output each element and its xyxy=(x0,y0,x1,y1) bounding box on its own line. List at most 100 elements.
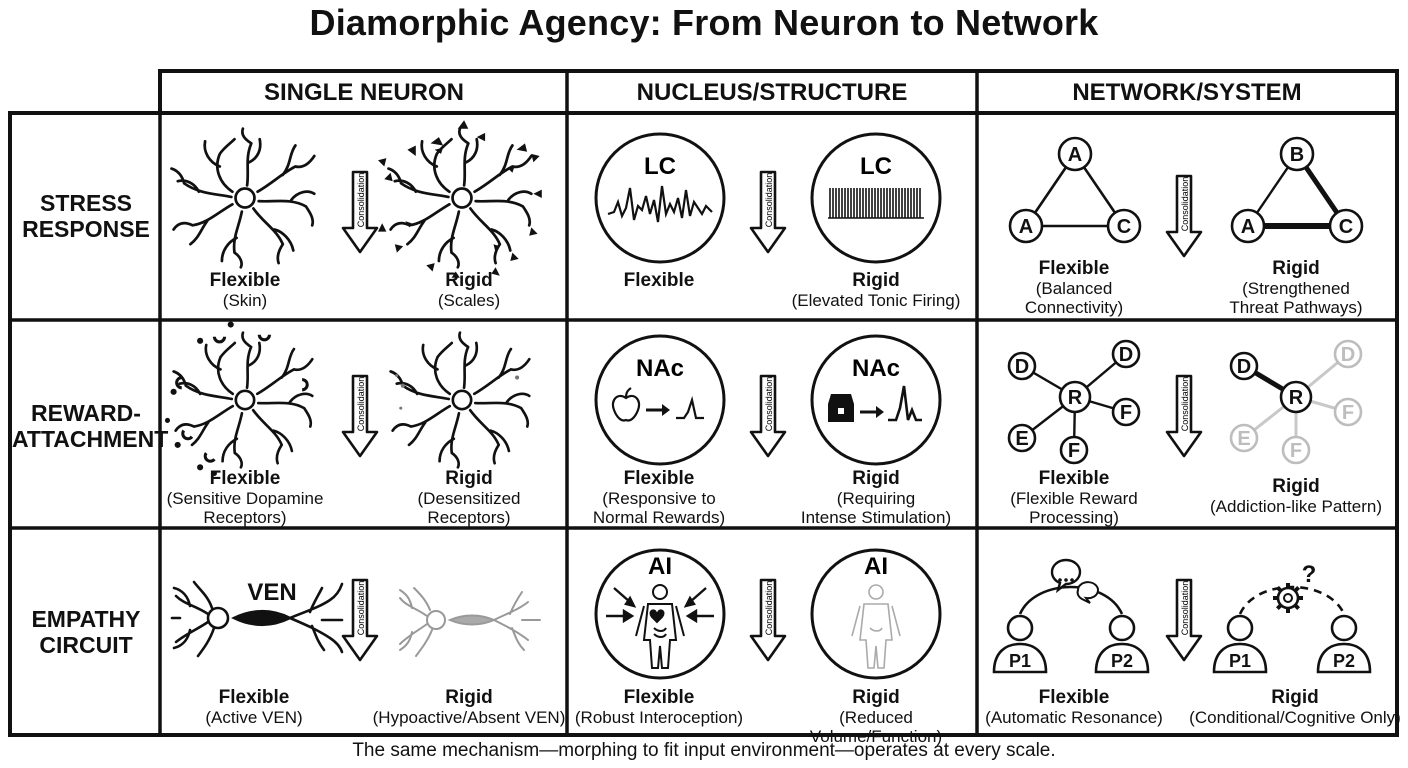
node-label: E xyxy=(1015,428,1028,450)
consolidation-label: Consolidation xyxy=(356,581,366,636)
consolidation-label: Consolidation xyxy=(1180,377,1190,432)
row-header-line: ATTACHMENT xyxy=(12,426,169,452)
consolidation-label: Consolidation xyxy=(764,173,774,228)
network-node: D xyxy=(1229,351,1259,381)
network-node: F xyxy=(1281,435,1311,465)
network-node: R xyxy=(1279,380,1313,414)
region-label: LC xyxy=(644,153,676,180)
person-icon: P2 xyxy=(1094,614,1150,674)
large-response-trace xyxy=(888,385,922,422)
rigid-triangle-network: B A C xyxy=(1230,136,1364,244)
small-response-trace xyxy=(676,395,704,420)
label-r1c1-flexible: Flexible(Skin) xyxy=(209,270,281,310)
consolidation-arrow-r1c2: Consolidation xyxy=(749,170,787,254)
apple-icon xyxy=(611,387,641,422)
connection-arc xyxy=(1018,585,1124,615)
arrow-right-icon xyxy=(860,406,884,418)
flexible-resonance-network: P1 P2 xyxy=(992,558,1150,674)
ven-absent-neuron-icon xyxy=(399,587,541,657)
node-label: A xyxy=(1241,216,1255,238)
node-label: C xyxy=(1339,216,1353,238)
person-icon: P1 xyxy=(1212,614,1268,674)
node-label: F xyxy=(1120,402,1132,424)
network-node: C xyxy=(1328,208,1364,244)
footer-caption: The same mechanism—morphing to fit input… xyxy=(352,740,1056,761)
connection-arc-dashed xyxy=(1238,585,1346,615)
network-node: A xyxy=(1230,208,1266,244)
consolidation-arrow-r3c3: Consolidation xyxy=(1165,578,1203,662)
label-r3c1-flexible: Flexible(Active VEN) xyxy=(205,687,303,727)
consolidation-label: Consolidation xyxy=(356,173,366,228)
row-header-line: REWARD- xyxy=(31,400,141,426)
label-r1c2-flexible: Flexible xyxy=(623,270,695,291)
ven-label: VEN xyxy=(247,579,296,606)
node-label: R xyxy=(1068,387,1083,409)
node-label: E xyxy=(1237,428,1250,450)
network-node: D xyxy=(1007,351,1037,381)
question-mark: ? xyxy=(1302,561,1317,588)
irregular-firing-trace xyxy=(607,185,713,223)
ai-rigid-region: AI xyxy=(810,548,942,680)
region-label: NAc xyxy=(636,355,684,382)
network-node: B xyxy=(1279,136,1315,172)
row-header-line: EMPATHY xyxy=(31,606,141,632)
faded-body-icon xyxy=(851,584,901,669)
row-header-stress-response: STRESS RESPONSE xyxy=(12,190,160,242)
label-r3c2-flexible: Flexible(Robust Interoception) xyxy=(574,687,744,727)
neuron-sensitive-receptors-icon xyxy=(164,321,314,476)
column-header-single-neuron: SINGLE NEURON xyxy=(263,79,464,106)
node-label: F xyxy=(1290,440,1302,462)
lc-rigid-region: LC xyxy=(810,132,942,264)
consolidation-arrow-r1c1: Consolidation xyxy=(341,170,379,254)
body-interoception-icon xyxy=(635,584,685,669)
consolidation-label: Consolidation xyxy=(356,377,366,432)
person-icon: P1 xyxy=(992,614,1048,674)
row-header-line: RESPONSE xyxy=(22,216,150,242)
consolidation-label: Consolidation xyxy=(764,581,774,636)
nac-flexible-region: NAc xyxy=(594,334,726,466)
label-r3c3-rigid: Rigid(Conditional/Cognitive Only) xyxy=(1189,687,1401,727)
flexible-hub-network: R D D F F E xyxy=(1007,339,1141,465)
label-r1c2-rigid: Rigid(Elevated Tonic Firing) xyxy=(791,270,961,310)
treasure-chest-icon xyxy=(828,394,854,422)
label-r3c2-rigid: Rigid(Reduced Volume/Function) xyxy=(809,687,943,746)
row-header-line: STRESS xyxy=(39,190,133,216)
page-title: Diamorphic Agency: From Neuron to Networ… xyxy=(309,2,1099,43)
inward-arrows-icon xyxy=(606,587,714,624)
speech-bubble-icon xyxy=(1050,558,1099,604)
consolidation-label: Consolidation xyxy=(1180,177,1190,232)
network-node: F xyxy=(1059,435,1089,465)
consolidation-label: Consolidation xyxy=(1180,581,1190,636)
node-label: R xyxy=(1289,387,1304,409)
gear-icon xyxy=(1273,583,1303,613)
ai-flexible-region: AI xyxy=(594,548,726,680)
person-label: P1 xyxy=(1009,651,1031,671)
region-label: LC xyxy=(860,153,892,180)
network-node: A xyxy=(1057,136,1093,172)
node-label: A xyxy=(1068,144,1082,166)
region-label: AI xyxy=(648,553,672,580)
network-node: E xyxy=(1229,423,1259,453)
ven-active-neuron-icon: VEN xyxy=(170,579,344,658)
neuron-desensitized-receptors-icon xyxy=(389,331,531,469)
node-label: A xyxy=(1019,216,1033,238)
node-label: D xyxy=(1341,344,1355,366)
consolidation-arrow-r2c1: Consolidation xyxy=(341,374,379,458)
network-node: F xyxy=(1333,397,1363,427)
row-header-empathy-circuit: EMPATHY CIRCUIT xyxy=(12,606,160,658)
person-label: P1 xyxy=(1229,651,1251,671)
nac-rigid-region: NAc xyxy=(810,334,942,466)
node-label: D xyxy=(1119,344,1133,366)
neuron-scales-icon xyxy=(378,120,542,278)
person-icon: P2 xyxy=(1316,614,1372,674)
network-node: F xyxy=(1111,397,1141,427)
node-label: B xyxy=(1290,144,1304,166)
